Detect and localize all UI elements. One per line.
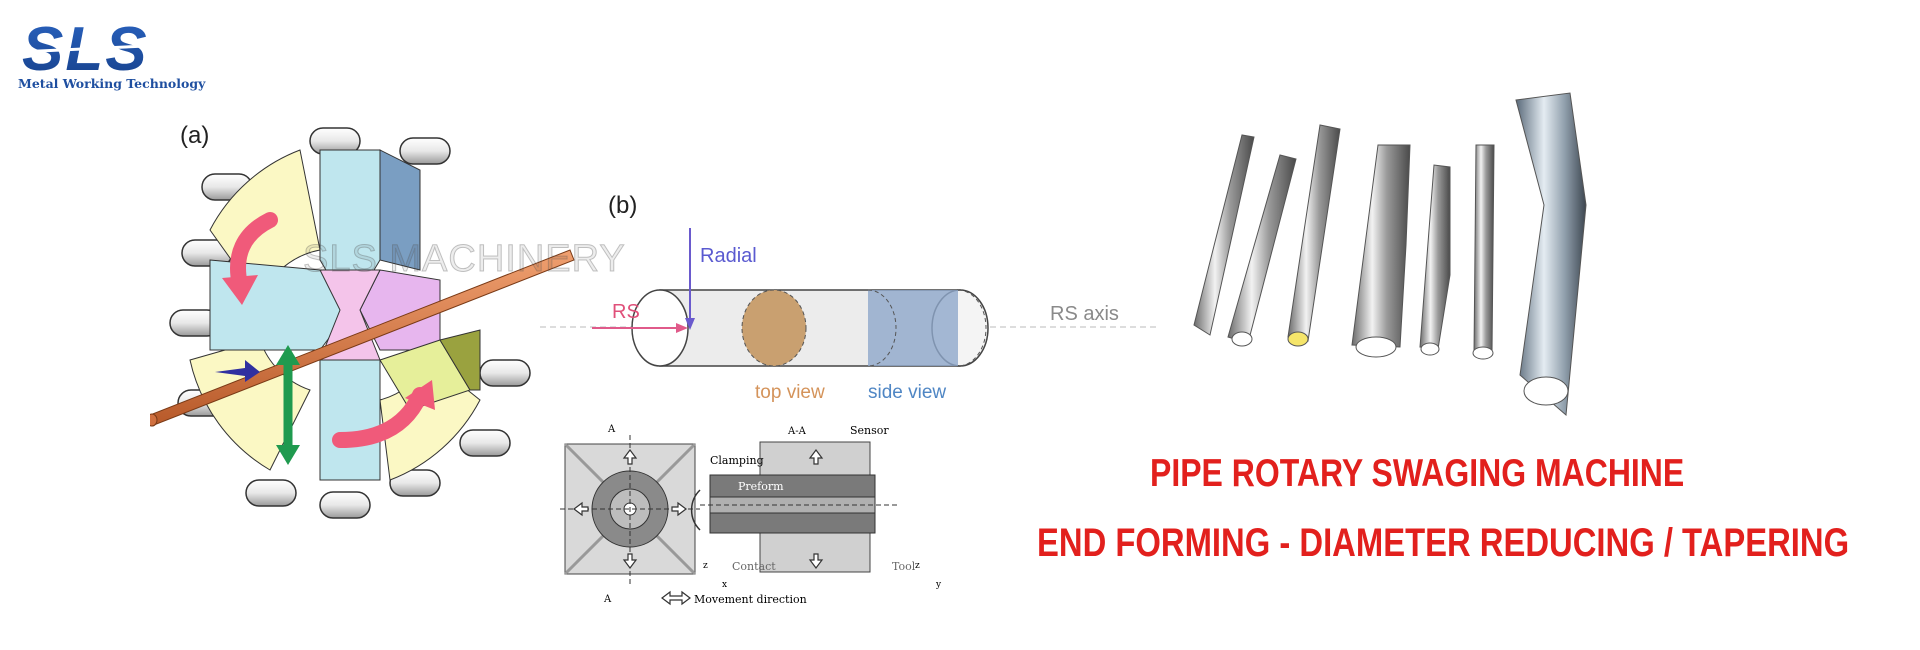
watermark-text: SLS MACHINERY [303,238,626,281]
rs-axis-label: RS axis [1050,303,1119,325]
headline-machine-name: PIPE ROTARY SWAGING MACHINE [1150,452,1685,495]
sls-logo: SLS [18,15,188,84]
axis-z-left: z [703,561,708,571]
a-top-label: A [607,424,616,435]
tube-diagram: Radial RS RS axis top view side view [540,228,1160,403]
side-view-label: side view [868,382,946,403]
rs-label: RS [612,301,640,323]
clamping-label: Clamping [710,454,764,467]
logo-tagline: Metal Working Technology [18,76,206,91]
section-a-a-label: A-A [787,426,807,437]
contact-label: Contact [732,560,776,573]
figure-a-label: (a) [180,122,210,149]
tool-label: Tool [892,560,916,573]
sensor-label: Sensor [850,424,889,437]
swaging-head-illustration [150,127,575,519]
axis-x-label: x [722,580,727,590]
a-bottom-label: A [603,594,612,605]
radial-label: Radial [700,245,757,267]
cross-section-drawing: A A A-A Sensor Clamping Preform Contact … [560,424,942,606]
preform-label: Preform [738,480,784,493]
movement-direction-label: Movement direction [694,593,807,606]
axis-z-right: z [915,561,920,571]
headline-capabilities: END FORMING - DIAMETER REDUCING / TAPERI… [1037,521,1850,565]
axis-y-label: y [935,580,942,590]
top-view-label: top view [755,382,825,403]
swaged-tube-products-photo [1193,92,1587,417]
figure-b-label: (b) [608,192,638,219]
